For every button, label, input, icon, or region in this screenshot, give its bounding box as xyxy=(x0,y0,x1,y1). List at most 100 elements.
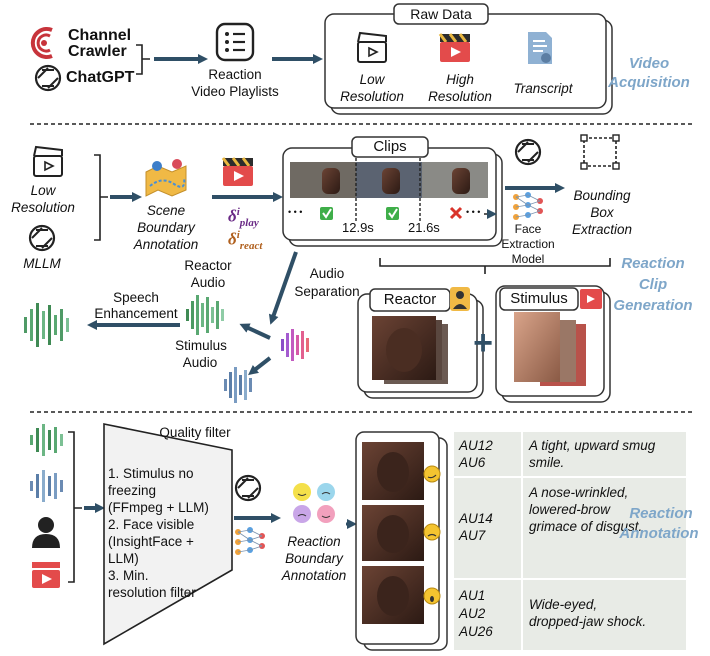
scene-label-3: Annotation xyxy=(133,237,199,252)
raw-data-title: Raw Data xyxy=(410,6,472,22)
time-label-2: 21.6s xyxy=(408,220,440,235)
audio-icon-2 xyxy=(30,470,63,502)
emotion-faces-icon xyxy=(293,483,335,523)
bbox-label-3: Extraction xyxy=(571,222,633,237)
au-code-row3-3: AU26 xyxy=(459,624,493,639)
clapperboard-icon xyxy=(357,31,387,63)
au-code-row1-2: AU6 xyxy=(459,455,486,470)
time-label-1: 12.9s xyxy=(342,220,374,235)
openai-icon-2 xyxy=(514,138,542,166)
bbox-label-1: Bounding xyxy=(573,188,631,203)
face-model-label-1: Face xyxy=(514,222,542,236)
raw-data-title-box xyxy=(393,3,489,25)
chatgpt-icon xyxy=(34,64,62,92)
clip-frames xyxy=(290,162,488,198)
reactor-title: Reactor xyxy=(383,291,437,308)
enhanced-audio-waveform xyxy=(24,303,69,347)
chatgpt-label: ChatGPT xyxy=(66,69,135,86)
clips-title-box xyxy=(351,136,429,158)
dots-left: • • • xyxy=(288,207,303,217)
au-code-row3-2: AU2 xyxy=(459,606,486,621)
stage-video-acquisition-1: Video xyxy=(628,55,670,72)
quality-filter-funnel xyxy=(103,423,233,646)
reactor-person-icon xyxy=(450,287,470,311)
au-row-3 xyxy=(454,580,686,650)
channel-crawler-label-1: Channel xyxy=(68,27,132,44)
stimulus-audio-label-2: Audio xyxy=(182,355,218,370)
au-row-2 xyxy=(454,478,686,578)
reactor-audio-waveform xyxy=(186,295,224,335)
neural-network-icon-2 xyxy=(235,527,265,555)
face-model-label-2: Extraction xyxy=(501,237,555,251)
delta-play-label: δiplay xyxy=(228,203,259,232)
check-icon-2 xyxy=(386,207,399,220)
hd-video-icon xyxy=(438,33,470,62)
stage-reaction-clip-2: Clip xyxy=(638,276,668,293)
quality-item-1-line-1: 1. Stimulus no xyxy=(108,466,194,481)
delta-react-sub: react xyxy=(239,240,263,253)
arrow-to-audio-separation xyxy=(268,251,298,325)
dots-right: • • • xyxy=(466,207,481,217)
bounding-box-icon xyxy=(580,134,620,170)
playlist-icon xyxy=(215,22,255,62)
mixed-audio-waveform xyxy=(281,329,309,361)
delta-react-symbol: δ xyxy=(228,229,237,249)
arrow-to-stimulus-audio xyxy=(248,356,272,376)
arrow-to-reactor-audio xyxy=(239,323,271,340)
transcript-label: Transcript xyxy=(513,81,573,96)
low-resolution-label-2: Resolution xyxy=(340,89,404,104)
openai-icon-3 xyxy=(234,474,262,502)
reactor-audio-label-2: Audio xyxy=(190,275,226,290)
bbox-label-2: Box xyxy=(590,205,614,220)
person-icon xyxy=(32,517,60,548)
model-bracket xyxy=(379,258,611,274)
disgust-emoji-icon xyxy=(423,523,441,541)
hd-video-icon-2 xyxy=(221,157,253,186)
input-bracket-3 xyxy=(68,431,82,583)
au-desc-row2: A nose-wrinkled, lowered-brow grimace of… xyxy=(529,485,643,534)
playlists-label-1: Reaction xyxy=(208,67,262,82)
quality-item-1-line-2: freezing xyxy=(108,483,157,498)
input-bracket-2 xyxy=(94,154,108,241)
stimulus-audio-label-1: Stimulus xyxy=(175,338,227,353)
audio-separation-label-1: Audio xyxy=(309,266,345,281)
cross-icon xyxy=(449,206,463,220)
quality-filter-title: Quality filter xyxy=(159,425,231,440)
quality-item-1-line-3: (FFmpeg + LLM) xyxy=(108,500,209,515)
shock-emoji-icon xyxy=(423,587,441,605)
channel-crawler-label-2: Crawler xyxy=(68,43,127,60)
clips-title: Clips xyxy=(373,138,407,155)
low-resolution-2-label-1: Low xyxy=(30,183,56,198)
au-desc-row1: A tight, upward smug smile. xyxy=(529,438,656,470)
au-row-1 xyxy=(454,432,686,476)
delta-play-sub: play xyxy=(239,217,259,230)
audio-separation-label-2: Separation xyxy=(294,284,360,299)
high-resolution-label-2: Resolution xyxy=(428,89,492,104)
au-desc-row3: Wide-eyed, dropped-jaw shock. xyxy=(529,597,647,629)
quality-item-2-line-2: (InsightFace + xyxy=(108,534,194,549)
mllm-icon xyxy=(28,224,56,252)
stage-video-acquisition-2: Acquisition xyxy=(608,74,690,91)
delta-play-symbol: δ xyxy=(228,206,237,226)
au-code-row1-1: AU12 xyxy=(459,438,493,453)
video-icon xyxy=(32,562,60,588)
delta-play-sup: i xyxy=(236,206,240,218)
reaction-boundary-label-1: Reaction xyxy=(287,534,341,549)
quality-item-3-line-1: 3. Min. xyxy=(108,568,149,583)
scene-label-1: Scene xyxy=(146,203,186,218)
stimulus-video-icon xyxy=(580,289,602,309)
au-code-row2-1: AU14 xyxy=(459,511,493,526)
speech-enhancement-label-1: Speech xyxy=(113,290,159,305)
reaction-boundary-label-2: Boundary xyxy=(285,551,343,566)
stimulus-title: Stimulus xyxy=(510,290,568,307)
map-icon xyxy=(145,159,187,197)
delta-react-sup: i xyxy=(236,229,240,241)
stimulus-title-box xyxy=(499,287,579,311)
stage-reaction-annotation-1: Reaction xyxy=(629,505,693,522)
stimulus-frame xyxy=(514,312,560,382)
stage-reaction-clip-3: Generation xyxy=(613,297,693,314)
low-resolution-2-label-2: Resolution xyxy=(11,200,75,215)
quality-item-2-line-1: 2. Face visible xyxy=(108,517,195,532)
clapperboard-icon-2 xyxy=(33,145,63,177)
